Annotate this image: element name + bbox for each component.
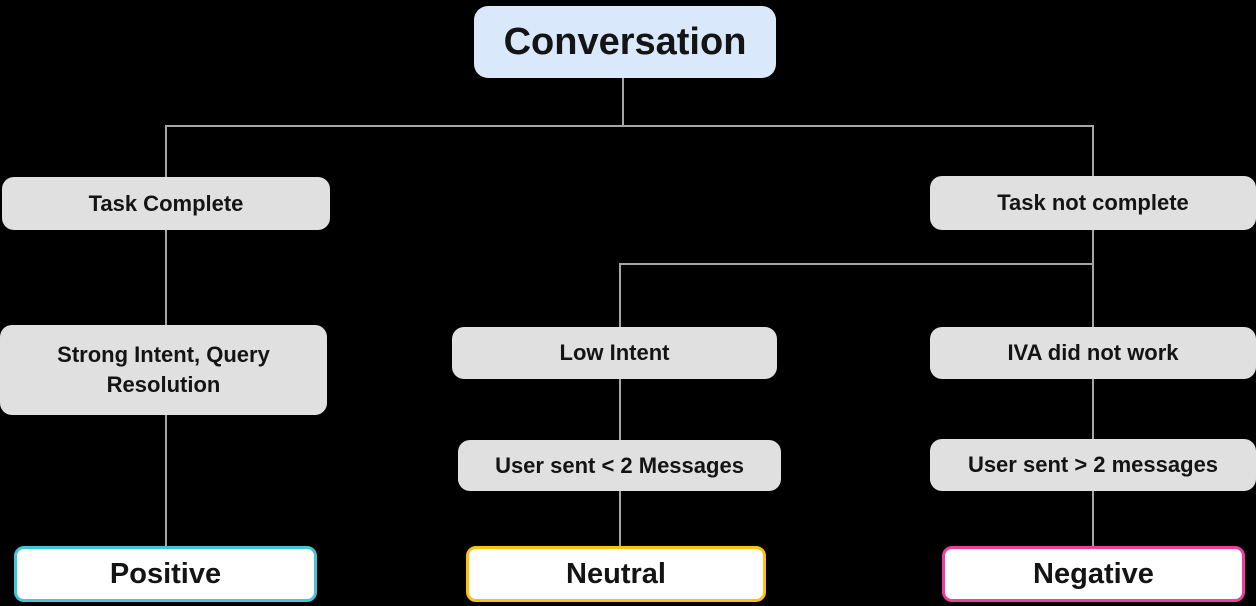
node-strong-intent-query-resolution: Strong Intent, Query Resolution bbox=[0, 325, 327, 415]
node-iva-did-not-work: IVA did not work bbox=[930, 327, 1256, 379]
node-conversation: Conversation bbox=[474, 6, 776, 78]
node-user-sent-lt-2-messages: User sent < 2 Messages bbox=[458, 440, 781, 491]
connector-middle-horizontal bbox=[619, 263, 1094, 265]
node-task-complete: Task Complete bbox=[2, 177, 330, 230]
node-negative-outcome: Negative bbox=[942, 546, 1245, 602]
node-positive-outcome: Positive bbox=[14, 546, 317, 602]
connector-top-horizontal bbox=[165, 125, 1094, 127]
node-low-intent: Low Intent bbox=[452, 327, 777, 379]
node-user-sent-gt-2-messages: User sent > 2 messages bbox=[930, 439, 1256, 491]
node-task-not-complete: Task not complete bbox=[930, 176, 1256, 230]
connector-root-vertical bbox=[622, 77, 624, 126]
connector-middle-vertical bbox=[619, 263, 621, 549]
node-neutral-outcome: Neutral bbox=[466, 546, 766, 602]
